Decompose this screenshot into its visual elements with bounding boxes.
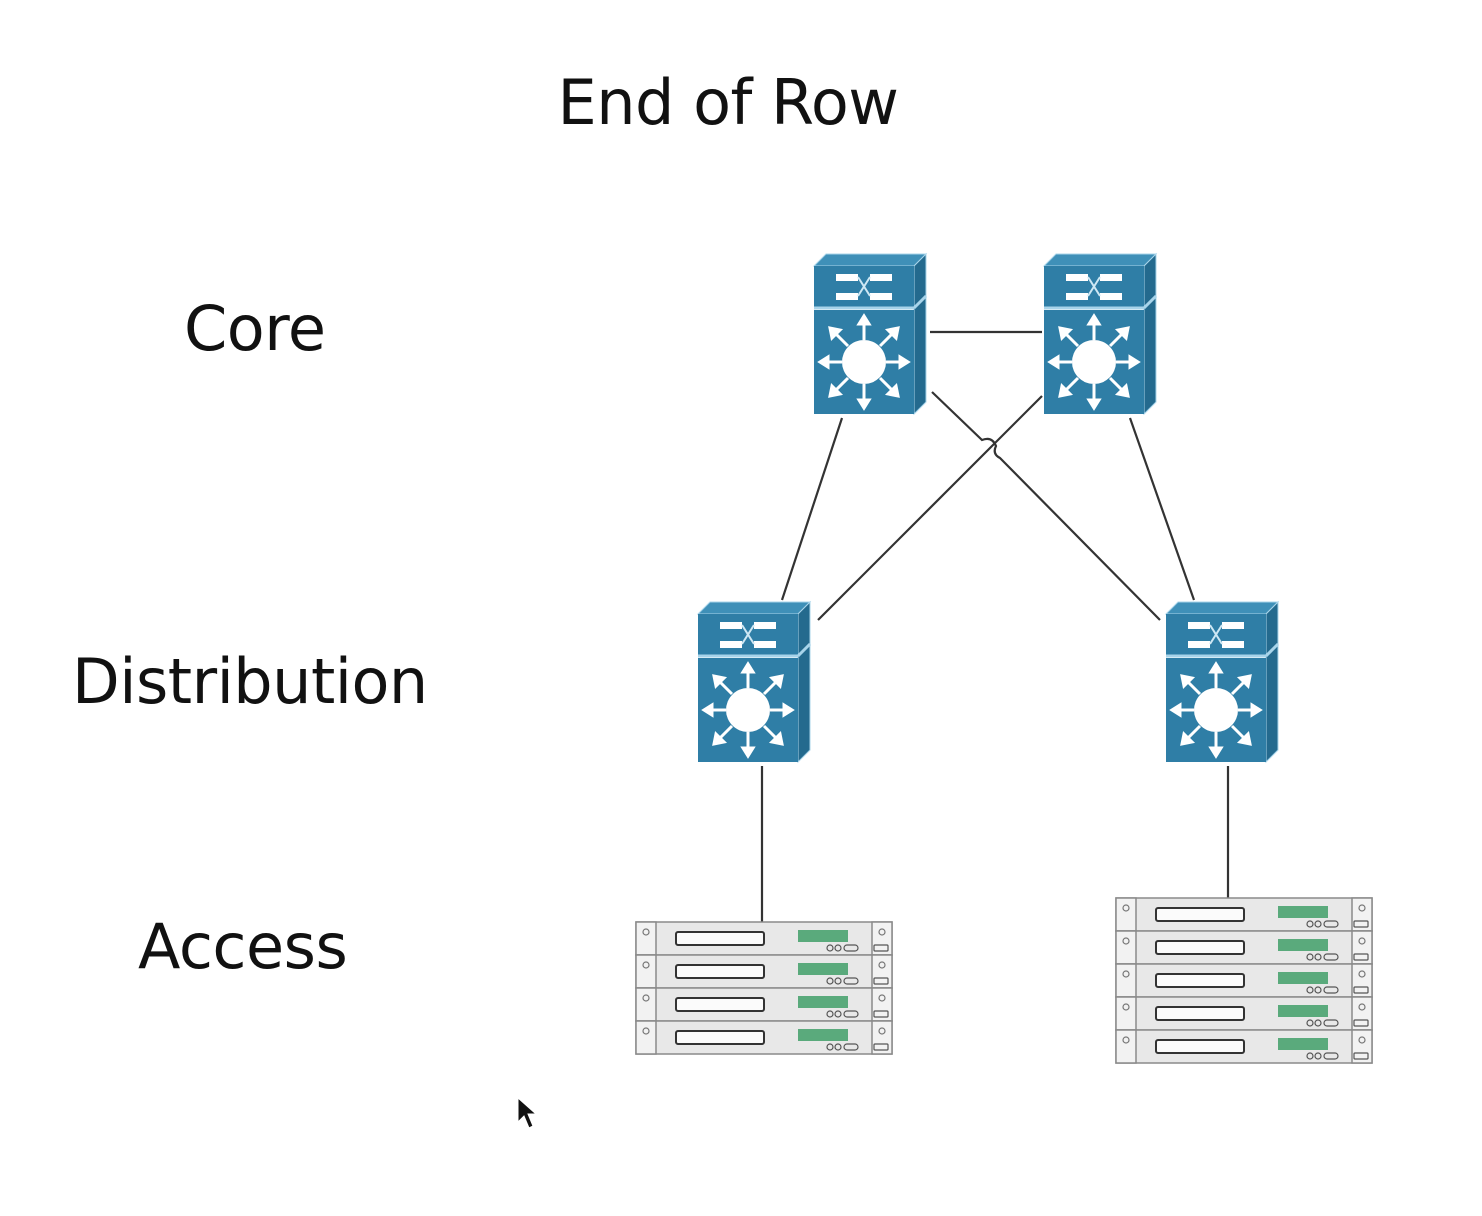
diagram-title: End of Row xyxy=(557,66,899,139)
core-switch-1[interactable] xyxy=(812,252,928,416)
server-unit xyxy=(635,921,893,956)
access-rack-2[interactable] xyxy=(1115,897,1373,1064)
server-unit xyxy=(1115,996,1373,1031)
distribution-layer-label: Distribution xyxy=(72,645,428,718)
link-core2-dist1 xyxy=(817,395,1043,621)
server-unit xyxy=(635,954,893,989)
link-core1-dist2 xyxy=(931,391,1161,621)
link-core1-dist1 xyxy=(780,417,844,601)
server-unit xyxy=(1115,897,1373,932)
distribution-switch-2[interactable] xyxy=(1164,600,1280,764)
core-switch-2[interactable] xyxy=(1042,252,1158,416)
server-unit xyxy=(635,987,893,1022)
arrow-pointer-icon xyxy=(516,1096,538,1134)
distribution-switch-1[interactable] xyxy=(696,600,812,764)
link-core2-dist2 xyxy=(1128,417,1196,601)
links-group xyxy=(760,330,1230,944)
server-unit xyxy=(1115,963,1373,998)
server-unit xyxy=(1115,930,1373,965)
access-layer-label: Access xyxy=(138,910,348,983)
server-unit xyxy=(1115,1029,1373,1064)
server-unit xyxy=(635,1020,893,1055)
core-layer-label: Core xyxy=(184,292,326,365)
access-rack-1[interactable] xyxy=(635,921,893,1055)
